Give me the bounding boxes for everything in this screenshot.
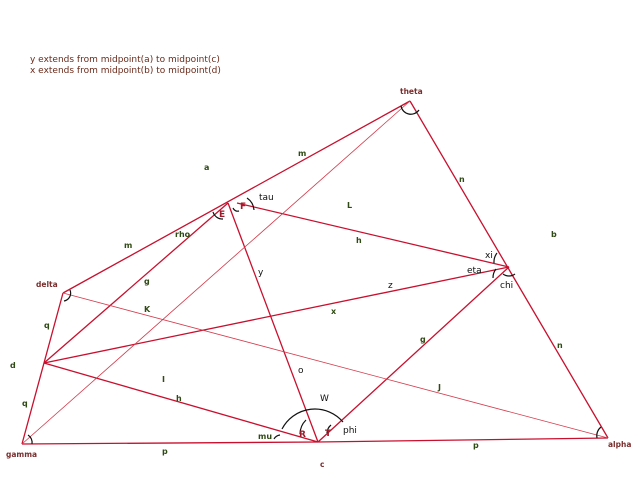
segment-label-K: K xyxy=(144,305,151,314)
segment-label-p-left: p xyxy=(162,447,168,456)
segment-label-d: d xyxy=(10,361,16,370)
side-gamma-delta xyxy=(21,292,64,445)
segment-label-y: y xyxy=(258,268,264,278)
segment-label-h-upper: h xyxy=(356,236,362,245)
vertex-label-c: c xyxy=(320,460,324,469)
vertex-label-gamma: gamma xyxy=(6,450,37,459)
segment-L-I xyxy=(21,100,411,445)
angle-arc-gamma xyxy=(27,434,33,445)
segment-label-g-right: g xyxy=(420,335,426,344)
angle-arc-mu xyxy=(273,434,281,440)
segment-label-q-upper: q xyxy=(44,321,50,330)
segment-label-x: x xyxy=(331,307,337,316)
note-y-definition: y extends from midpoint(a) to midpoint(c… xyxy=(30,55,220,65)
angle-arc-theta xyxy=(400,105,420,115)
segment-label-b: b xyxy=(551,230,557,239)
segment-label-p-right: p xyxy=(473,441,479,450)
side-theta-delta xyxy=(62,100,411,294)
angle-label-mu: mu xyxy=(258,432,272,441)
side-c-gamma xyxy=(21,441,319,445)
angle-arc-eta xyxy=(492,268,497,279)
segment-label-o: o xyxy=(298,366,304,376)
segment-label-J: J xyxy=(437,383,441,392)
segment-label-q-lower: q xyxy=(22,399,28,408)
segment-label-n-upper: n xyxy=(459,175,465,184)
angle-label-chi: chi xyxy=(500,281,513,291)
vertex-label-alpha: alpha xyxy=(608,440,631,449)
segment-label-z: z xyxy=(388,281,393,291)
angle-arc-xi xyxy=(493,252,498,264)
angle-arc-rho xyxy=(212,211,224,220)
segment-label-W: W xyxy=(320,394,329,404)
segment-y xyxy=(227,202,319,443)
segment-label-I: I xyxy=(162,375,165,384)
segment-K-J xyxy=(62,292,609,439)
angle-label-eta: eta xyxy=(467,266,482,276)
side-alpha-c xyxy=(317,437,609,443)
segment-h-upper xyxy=(236,202,510,268)
angle-arc-tau xyxy=(246,197,255,211)
segment-label-n-lower: n xyxy=(557,341,563,350)
side-theta-alpha xyxy=(409,100,609,439)
point-label-R: R xyxy=(299,430,306,440)
angle-arc-alpha xyxy=(596,426,602,439)
segment-h-lower xyxy=(43,362,319,443)
angle-label-rho: rho xyxy=(175,230,191,239)
segment-g-left xyxy=(43,202,229,364)
angle-arc-delta xyxy=(63,289,72,302)
note-x-definition: x extends from midpoint(b) to midpoint(d… xyxy=(30,66,221,76)
angle-arc-R xyxy=(299,419,307,435)
point-label-T: T xyxy=(325,429,332,439)
point-label-F: F xyxy=(240,202,246,212)
angle-label-tau: tau xyxy=(259,193,274,203)
segment-g-right xyxy=(317,266,510,443)
segment-label-L: L xyxy=(347,201,352,210)
segment-label-g-left: g xyxy=(144,277,150,286)
vertex-label-delta: delta xyxy=(36,280,58,289)
point-label-E: E xyxy=(219,210,225,220)
angle-arc-chi xyxy=(502,273,516,277)
segment-label-m-top: m xyxy=(298,149,306,158)
segment-label-m-left: m xyxy=(124,241,132,250)
angle-arc-T xyxy=(326,424,332,434)
angle-label-phi: phi xyxy=(343,426,357,436)
segment-label-h-lower: h xyxy=(176,394,182,403)
angle-arc-W xyxy=(281,408,344,430)
angle-arc-F xyxy=(232,207,240,212)
vertex-label-theta: theta xyxy=(400,87,423,96)
segment-x xyxy=(43,266,510,364)
angle-label-xi: xi xyxy=(485,251,493,261)
segment-label-a: a xyxy=(204,163,209,172)
